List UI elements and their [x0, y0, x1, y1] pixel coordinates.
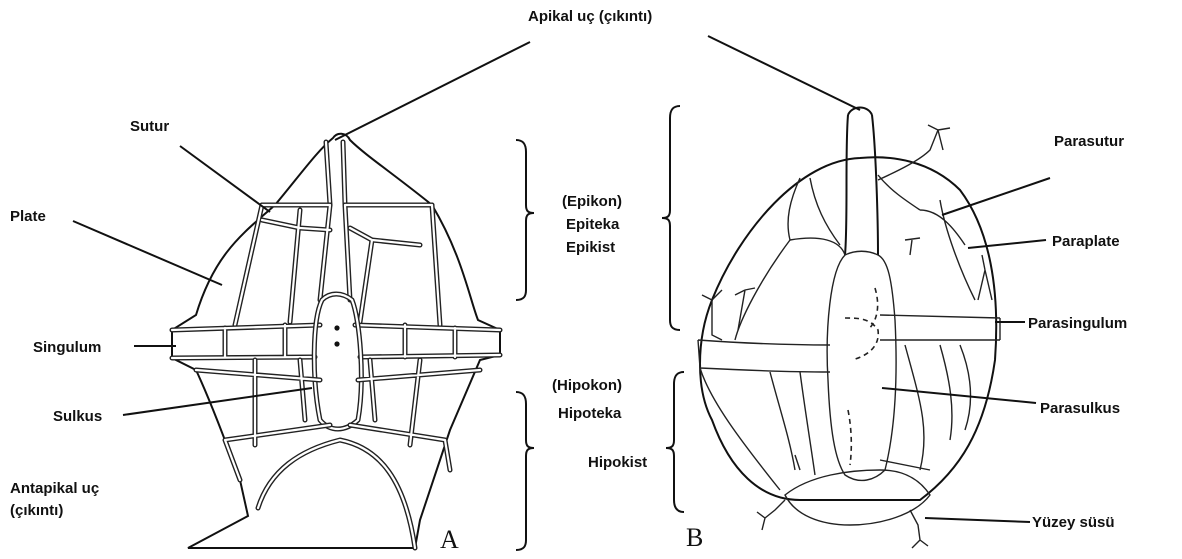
panel-label-b: B — [686, 523, 703, 552]
label-hipoteka: Hipoteka — [558, 405, 622, 422]
leader-lines — [73, 36, 1050, 522]
label-hipokist: Hipokist — [588, 454, 647, 471]
panel-label-a: A — [440, 525, 459, 554]
label-antapical-2: (çıkıntı) — [10, 502, 63, 519]
label-epiteka: Epiteka — [566, 216, 620, 233]
label-paraplate: Paraplate — [1052, 233, 1120, 250]
label-parasingulum: Parasingulum — [1028, 315, 1127, 332]
label-parasutur: Parasutur — [1054, 133, 1124, 150]
label-antapical-1: Antapikal uç — [10, 480, 99, 497]
label-plate: Plate — [10, 208, 46, 225]
cell-a-theca — [172, 134, 500, 548]
label-sutur: Sutur — [130, 118, 169, 135]
braces — [516, 106, 684, 550]
cell-b-cyst — [698, 108, 1000, 549]
label-yuzey-susu: Yüzey süsü — [1032, 514, 1115, 531]
label-apical: Apikal uç (çıkıntı) — [528, 8, 652, 25]
label-singulum: Singulum — [33, 339, 101, 356]
label-parasulkus: Parasulkus — [1040, 400, 1120, 417]
label-hipokon: (Hipokon) — [552, 377, 622, 394]
labels: Apikal uç (çıkıntı) Sutur Plate Singulum… — [10, 8, 1127, 554]
label-epikon: (Epikon) — [562, 193, 622, 210]
label-sulkus: Sulkus — [53, 408, 102, 425]
label-epikist: Epikist — [566, 239, 615, 256]
